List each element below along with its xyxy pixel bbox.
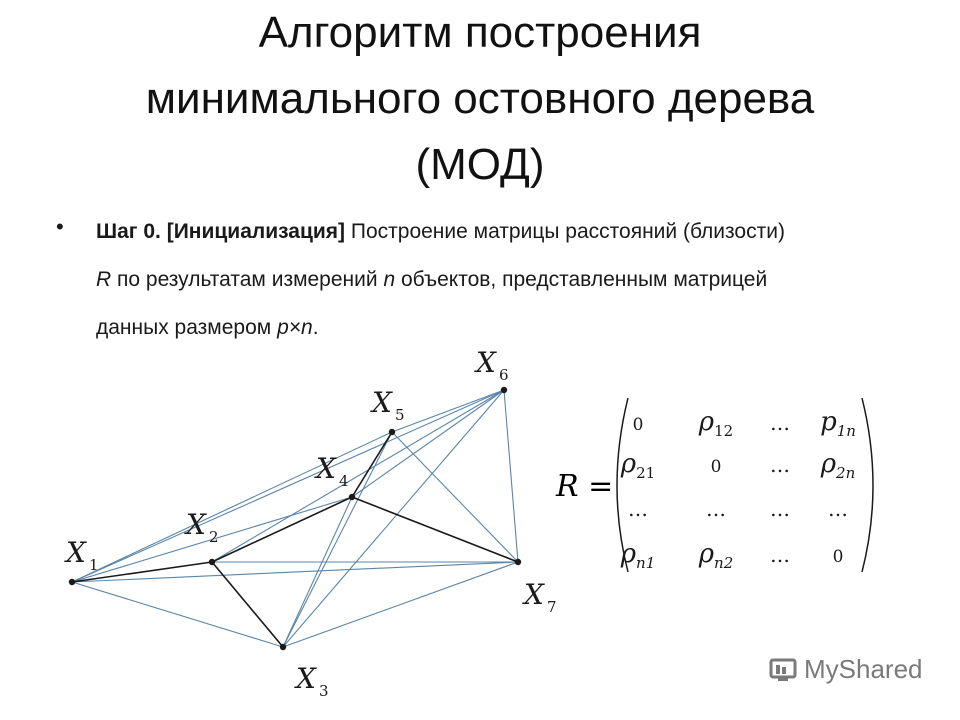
watermark-text: MyShared (804, 654, 923, 684)
node-subscript: 1 (89, 556, 99, 574)
tree-edge-x2-x4 (211, 496, 353, 563)
title-line-2: минимального остовного дерева (145, 74, 815, 123)
node-x3 (279, 643, 287, 651)
matrix-cell-3-2: … (770, 543, 790, 567)
watermark: MyShared (768, 654, 923, 685)
matrix-cell-0-0: 0 (633, 415, 644, 435)
tree-edge-x1-x2 (71, 561, 213, 583)
node-x4 (348, 493, 356, 501)
edge-x1-x5 (71, 431, 393, 583)
matrix-cells: 0 ρ12 … p1n ρ21 0 … ρ2n … … … … ρn1 ρn2 … 0 (620, 407, 856, 572)
non-tree-edges (71, 389, 519, 648)
matrix-cell-2-3: … (828, 497, 848, 521)
edge-x2-x6 (211, 389, 505, 563)
matrix-cell-2-2: … (770, 497, 790, 521)
matrix-cell-1-2: … (770, 453, 790, 477)
tree-edges (71, 431, 519, 648)
edge-x1-x4 (71, 496, 353, 583)
edge-x1-x6 (71, 389, 505, 583)
edge-x4-x6 (351, 389, 505, 498)
n-symbol: n (383, 268, 396, 291)
edge-x3-x7 (282, 561, 519, 648)
matrix-cell-1-0: ρ21 (620, 449, 655, 482)
graph-nodes (68, 386, 522, 651)
matrix-cell-3-1: ρn2 (698, 539, 734, 572)
matrix-subscript: 1n (837, 422, 856, 440)
node-x5 (388, 428, 396, 436)
edge-x1-x3 (71, 581, 284, 648)
matrix-right-paren (861, 397, 874, 573)
node-subscript: 3 (319, 682, 329, 700)
edge-x3-x6 (282, 389, 505, 648)
edge-x6-x7 (503, 389, 519, 563)
node-subscript: 5 (395, 406, 405, 424)
node-subscript: 7 (547, 598, 557, 616)
step-text-1: Построение матрицы расстояний (близости) (345, 220, 785, 243)
matrix-subscript: 21 (636, 464, 655, 482)
matrix-cell-2-1: … (706, 497, 726, 521)
r-symbol: R (96, 268, 112, 291)
step-text-4: данных размером (96, 316, 278, 339)
step-period: . (312, 316, 319, 339)
pxn-symbol: p×n (277, 316, 313, 339)
node-subscript: 4 (339, 472, 349, 490)
matrix-subscript: 2n (835, 464, 855, 482)
matrix-cell-3-3: 0 (833, 547, 844, 567)
node-x1 (68, 578, 76, 586)
matrix-cell-0-3: p1n (820, 407, 856, 440)
matrix-subscript: n1 (636, 554, 655, 572)
node-subscript: 2 (209, 528, 219, 546)
node-x7 (514, 558, 522, 566)
edge-x3-x5 (282, 431, 393, 648)
step-text-3: объектов, представленным матрицей (395, 268, 768, 291)
edge-x5-x6 (391, 389, 505, 433)
matrix-subscript: 12 (714, 422, 733, 440)
myshared-logo-icon (769, 658, 797, 681)
title-line-3: (МОД) (415, 140, 545, 189)
matrix-cell-0-1: ρ12 (698, 407, 733, 440)
matrix-subscript: n2 (714, 554, 733, 572)
matrix-cell-2-0: … (628, 497, 648, 521)
matrix-cell-0-2: … (770, 411, 790, 435)
node-x2 (208, 558, 216, 566)
matrix-cell-1-1: 0 (711, 457, 722, 477)
edge-x3-x4 (282, 496, 353, 648)
slide-title: Алгоритм построения минимального остовно… (0, 0, 960, 198)
title-line-1: Алгоритм построения (258, 8, 702, 57)
matrix-lhs: R = (555, 469, 613, 504)
step-text: Шаг 0. [Инициализация] Построение матриц… (96, 208, 926, 352)
tree-edge-x2-x3 (211, 561, 284, 648)
node-x6 (500, 386, 508, 394)
bullet-icon: • (56, 214, 64, 239)
step-text-2: по результатам измерений (111, 268, 384, 291)
step-label: Шаг 0. [Инициализация] (96, 220, 346, 243)
node-subscript: 6 (499, 366, 509, 384)
edge-x1-x7 (71, 561, 519, 583)
matrix-cell-3-0: ρn1 (620, 539, 656, 572)
tree-edge-x4-x7 (351, 496, 519, 563)
matrix-cell-1-3: ρ2n (820, 449, 856, 482)
tree-edge-x4-x5 (351, 431, 393, 498)
matrix-left-paren (616, 397, 629, 573)
